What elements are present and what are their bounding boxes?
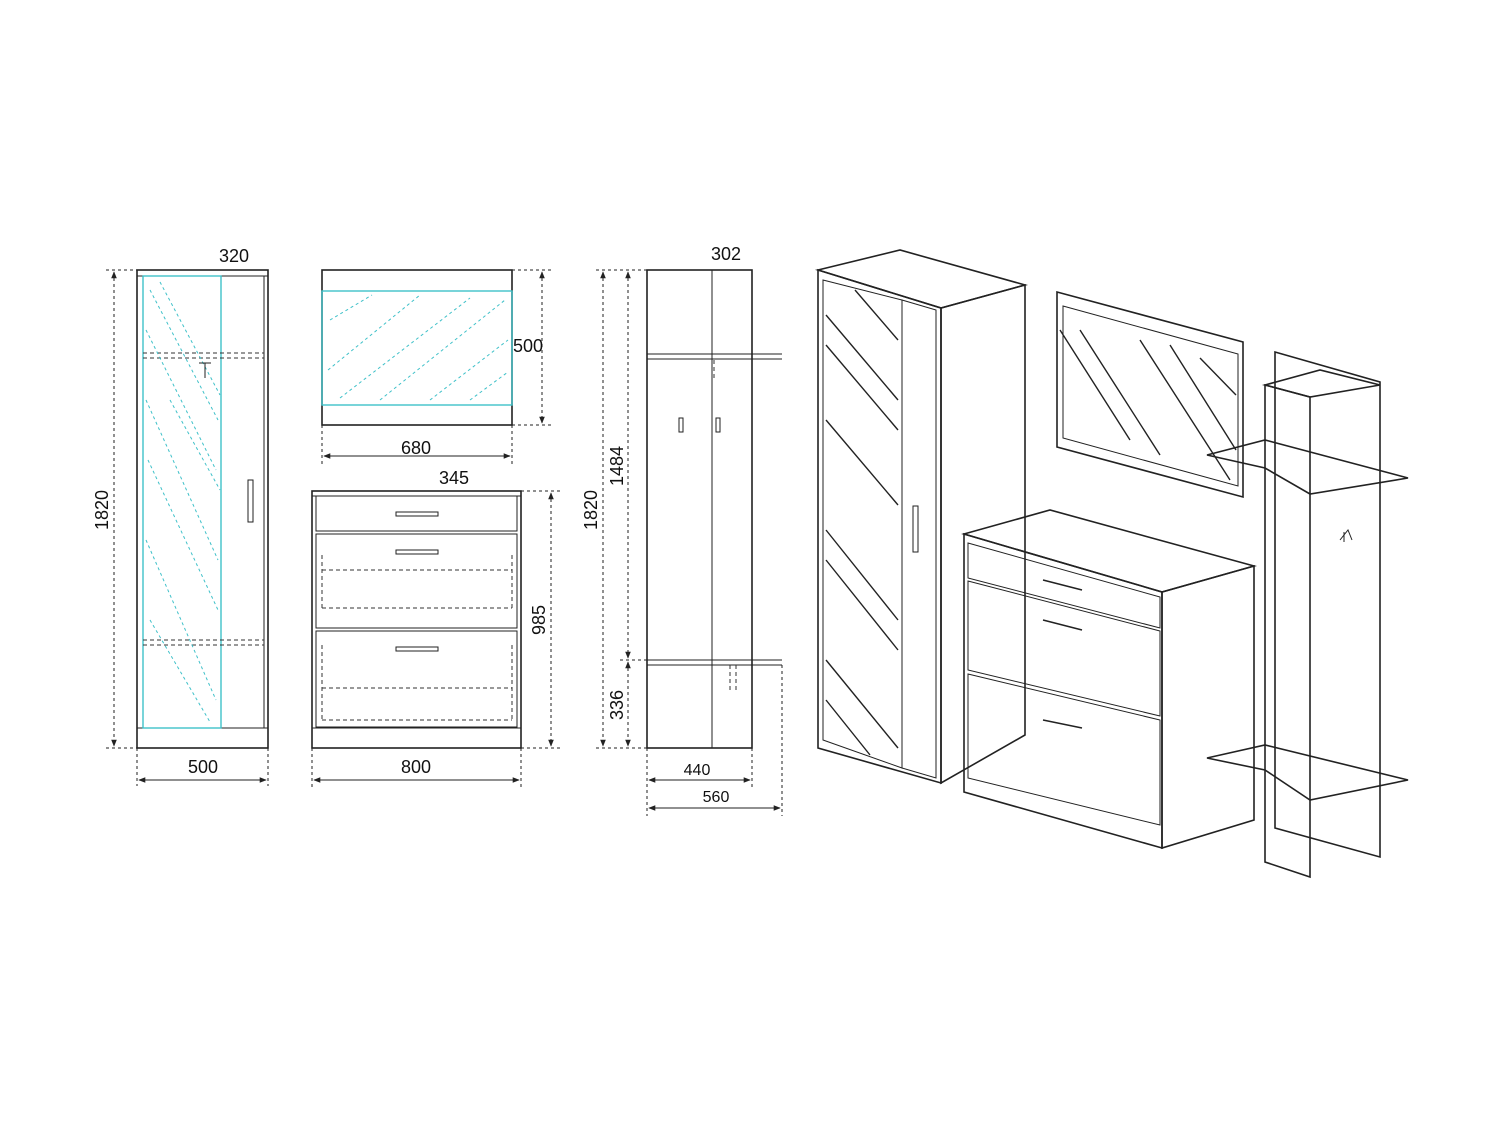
flap-2-handle <box>395 646 439 652</box>
hanger-panel-front-view: 302 1820 1484 336 440 560 <box>581 244 783 816</box>
hanger-inner-width-label: 440 <box>684 762 711 779</box>
iso-shoe-cabinet <box>961 509 1257 850</box>
mirror-height-label: 500 <box>513 336 543 356</box>
mirror-glass-hatch <box>327 294 509 401</box>
shoe-cabinet-front-view: 345 985 800 <box>311 468 560 788</box>
mirror-front-view: 500 680 <box>321 269 552 466</box>
wardrobe-front-view: 320 1820 500 <box>92 246 269 786</box>
shoe-cabinet-body <box>311 490 522 749</box>
iso-hanger-panel <box>1206 350 1409 879</box>
wardrobe-width-label: 500 <box>188 757 218 777</box>
mirror-glass <box>321 290 513 406</box>
wardrobe-door-handle <box>247 479 254 523</box>
iso-mirror <box>1056 290 1244 499</box>
coat-hook-right <box>715 417 721 433</box>
wardrobe-body <box>136 269 269 749</box>
isometric-assembly-view <box>814 249 1409 879</box>
hanger-panel-body <box>646 269 753 749</box>
wardrobe-depth-label: 320 <box>219 246 249 266</box>
shoe-cabinet-height-label: 985 <box>529 605 549 635</box>
hanger-rail-icon <box>199 362 211 378</box>
hanger-height-label: 1820 <box>581 490 601 530</box>
hanger-depth-label: 302 <box>711 244 741 264</box>
flap-1-handle <box>395 549 439 555</box>
iso-wardrobe <box>814 249 1028 785</box>
cabinet-flap-2 <box>315 630 518 728</box>
wardrobe-glass-hatch <box>145 281 221 723</box>
mirror-width-label: 680 <box>401 438 431 458</box>
hanger-outer-width-label: 560 <box>703 789 730 806</box>
hanger-lower-label: 336 <box>607 690 627 720</box>
wardrobe-mirror-door <box>142 275 222 729</box>
wardrobe-height-label: 1820 <box>92 490 112 530</box>
mirror-frame <box>321 269 513 426</box>
drawer-1-handle <box>395 511 439 517</box>
iso-wardrobe-handle <box>912 505 919 553</box>
shoe-cabinet-width-label: 800 <box>401 757 431 777</box>
shoe-cabinet-depth-label: 345 <box>439 468 469 488</box>
cabinet-drawer-1 <box>315 495 518 532</box>
cabinet-flap-1 <box>315 533 518 629</box>
coat-hook-left <box>678 417 684 433</box>
hanger-upper-label: 1484 <box>607 446 627 486</box>
iso-coat-hook <box>1339 529 1353 542</box>
